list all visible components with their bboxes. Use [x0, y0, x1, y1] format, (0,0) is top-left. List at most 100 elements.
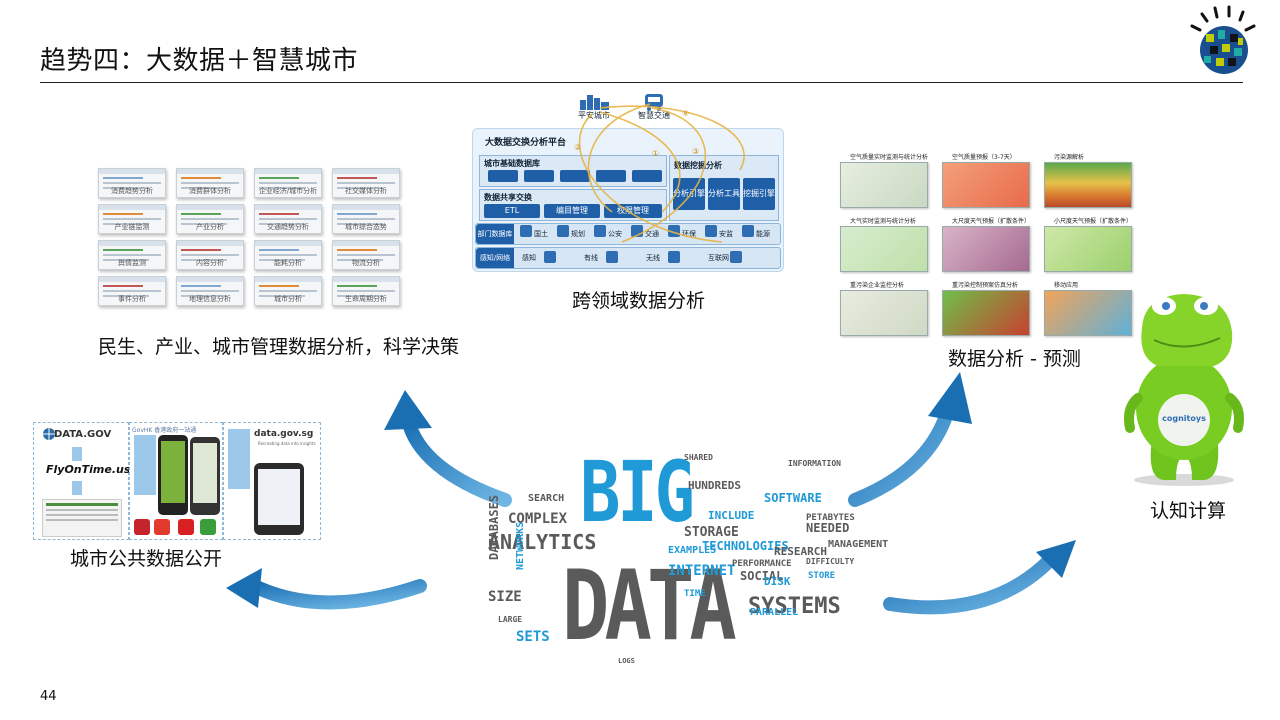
platform-title: 大数据交换分析平台 [485, 138, 567, 148]
dept-item-label: 国土 [534, 230, 548, 238]
analysis-thumbnail: 消费趋势分析 [98, 168, 166, 198]
cloud-word: INFORMATION [788, 459, 841, 468]
dept-db-label: 部门数据库 [476, 224, 514, 244]
thumbnail-label: 生命周期分析 [345, 295, 387, 303]
thumbnail-label: 事件分析 [118, 295, 146, 303]
cloud-word: SOCIAL [740, 569, 784, 583]
thumbnail-label: 城市综合态势 [345, 223, 387, 231]
datagovsg-panel: data.gov.sg Recreating data into insight… [223, 422, 321, 540]
down-arrow-1 [72, 447, 82, 461]
data-mining-box: 数据挖掘分析 分析引擎 分析工具 挖掘引擎 [669, 155, 779, 221]
map-title: 空气质量预报（3-7天） [952, 154, 1016, 161]
dept-icon [594, 225, 606, 237]
globe-icon [43, 428, 55, 440]
city-icon [580, 95, 609, 110]
prediction-map [840, 290, 928, 336]
sense-icon [730, 251, 742, 263]
govhk-panel: GovHK 香港政府一站通 [129, 422, 223, 540]
prediction-map [840, 162, 928, 208]
cloud-word: SEARCH [528, 493, 565, 504]
cloud-word: EXAMPLES [668, 545, 717, 556]
sense-item-label: 互联网 [708, 254, 729, 262]
page-number: 44 [40, 689, 57, 704]
dept-item-label: 规划 [571, 230, 585, 238]
datagov-panel: DATA.GOV FlyOnTime.us [33, 422, 130, 540]
thumbnail-label: 能耗分析 [274, 259, 302, 267]
cloud-word: DIFFICULTY [806, 557, 855, 566]
cloud-word: RESEARCH [774, 545, 827, 558]
data-mining-label: 数据挖掘分析 [674, 161, 722, 170]
sense-icon [606, 251, 618, 263]
analysis-thumbnail: 城市综合态势 [332, 204, 400, 234]
data-flow-curves: ④ ② ③ ① [574, 103, 745, 243]
permission-button: 权限管理 [604, 204, 662, 218]
sensing-network-strip: 感知/网络 感知有线无线互联网 [475, 247, 781, 269]
prediction-map [1044, 290, 1132, 336]
phone-2 [190, 437, 220, 515]
flow-num-2: ② [574, 143, 581, 152]
map-title: 空气质量实时监测与统计分析 [850, 154, 929, 161]
analysis-thumbnail: 能耗分析 [254, 240, 322, 270]
arrowhead-up-right [928, 372, 972, 424]
catalog-button: 编目管理 [544, 204, 600, 218]
cloud-word: INCLUDE [708, 509, 755, 522]
thumbnail-label: 舆情监测 [118, 259, 146, 267]
analysis-thumbnail: 社交媒体分析 [332, 168, 400, 198]
datagovsg-tagline: Recreating data into insights [258, 441, 316, 446]
analysis-thumbnail-grid: 消费趋势分析消费群体分析企业经济/城市分析社交媒体分析产业链监测产业分析交通趋势… [98, 168, 400, 314]
thumbnail-label: 城市分析 [274, 295, 302, 303]
db-icon-1 [488, 170, 518, 182]
map-title: 污染源解析 [1054, 154, 1085, 161]
thumbnail-label: 物流分析 [352, 259, 380, 267]
cloud-word: STORAGE [684, 525, 739, 540]
prediction-map [840, 226, 928, 272]
analysis-thumbnail: 内容分析 [176, 240, 244, 270]
cognitoys-robot-image [1124, 294, 1244, 486]
title-divider [40, 82, 1243, 83]
arrowhead-up-left [384, 390, 432, 430]
cloud-word: LOGS [618, 657, 635, 665]
cloud-word: TIME [684, 589, 706, 599]
db-icon-5 [632, 170, 662, 182]
arrowhead-right [1036, 540, 1076, 578]
cloud-word: SIZE [488, 589, 522, 605]
prediction-map [942, 226, 1030, 272]
db-icon-4 [596, 170, 626, 182]
sense-item-label: 无线 [646, 254, 660, 262]
app-icon-2 [154, 519, 170, 535]
thumbnail-label: 消费群体分析 [189, 187, 231, 195]
map-title: 大尺度天气预报（扩散条件） [952, 218, 1031, 225]
phone-sg [254, 463, 304, 535]
cloud-word: NETWORKS [515, 521, 526, 570]
cloud-word: HUNDREDS [688, 479, 741, 492]
caption-open-data: 城市公共数据公开 [70, 548, 223, 570]
analysis-thumbnail: 消费群体分析 [176, 168, 244, 198]
dept-item-label: 安监 [719, 230, 733, 238]
sense-item-label: 有线 [584, 254, 598, 262]
dept-icon [742, 225, 754, 237]
dept-icon [557, 225, 569, 237]
prediction-map [942, 290, 1030, 336]
analysis-thumbnail: 产业分析 [176, 204, 244, 234]
dept-icon [520, 225, 532, 237]
label-safe-city: 平安城市 [578, 111, 610, 120]
map-title: 移动应用 [1054, 282, 1079, 289]
flow-num-4: ④ [682, 109, 689, 118]
flow-num-3: ③ [692, 147, 699, 156]
dept-icon [705, 225, 717, 237]
cloud-word: INTERNET [668, 563, 736, 579]
caption-livelihood: 民生、产业、城市管理数据分析，科学决策 [98, 336, 460, 358]
cloud-word: SYSTEMS [748, 594, 841, 619]
analysis-thumbnail: 物流分析 [332, 240, 400, 270]
cloud-word: ANALYTICS [488, 530, 597, 554]
word-big: BIG [580, 443, 695, 541]
down-arrow-sg [228, 429, 250, 489]
cloud-word: PARALLEL [750, 607, 799, 618]
prediction-map [942, 162, 1030, 208]
dept-item-label: 公安 [608, 230, 622, 238]
cloud-word: TECHNOLOGIES [702, 539, 789, 553]
datagovsg-logo: data.gov.sg [254, 429, 314, 439]
caption-cross-domain: 跨领域数据分析 [572, 290, 706, 312]
